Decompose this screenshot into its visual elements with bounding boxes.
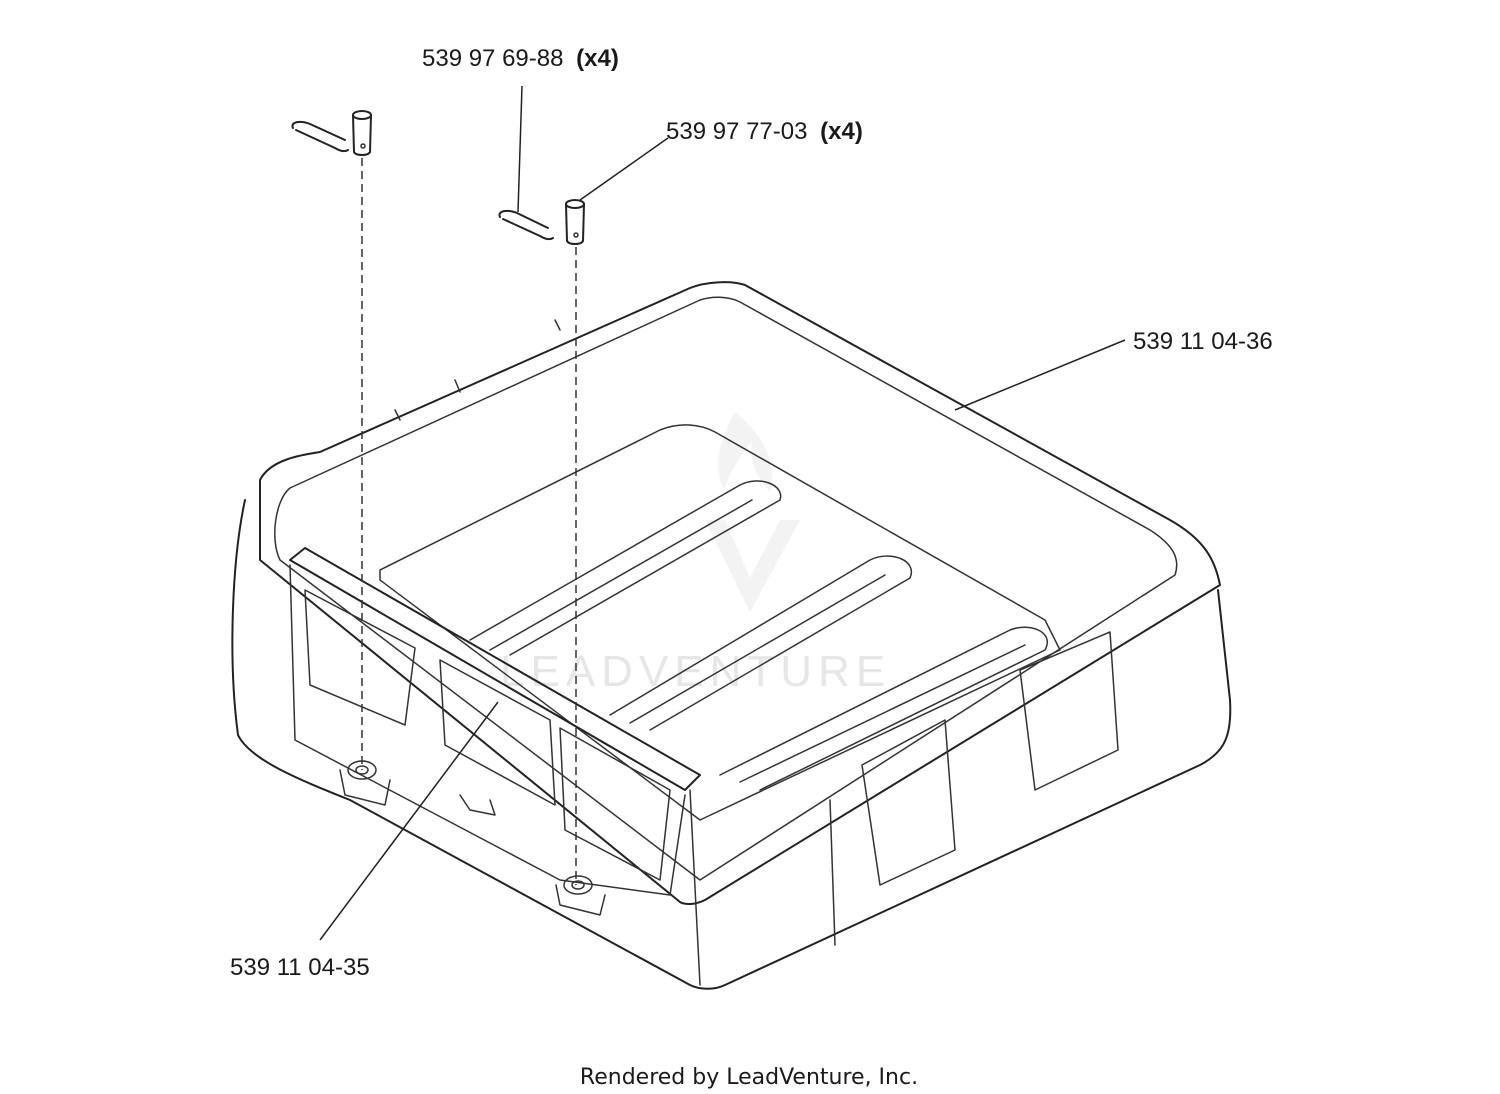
tray-drawing — [231, 281, 1232, 990]
label-clevis-pin: 539 97 77-03 (x4) — [666, 118, 863, 145]
leader-bracket — [319, 701, 499, 941]
hairpin-clip-right-icon — [498, 209, 554, 241]
label-hairpin-clip: 539 97 69-88 (x4) — [422, 45, 619, 72]
hairpin-clip-left-icon — [291, 120, 349, 153]
clevis-pin-left-icon — [352, 110, 372, 156]
leader-clevis-pin — [579, 137, 669, 201]
clevis-pin-right-icon — [565, 199, 585, 245]
watermark-text: LEADVENTURE — [500, 647, 891, 696]
watermark-logo-icon — [705, 412, 800, 612]
leader-hairpin-clip — [517, 85, 523, 213]
label-tray: 539 11 04-36 — [1133, 328, 1273, 355]
label-bracket: 539 11 04-35 — [230, 954, 370, 981]
footer-credit: Rendered by LeadVenture, Inc. — [580, 1065, 918, 1090]
leader-tray — [954, 339, 1126, 411]
